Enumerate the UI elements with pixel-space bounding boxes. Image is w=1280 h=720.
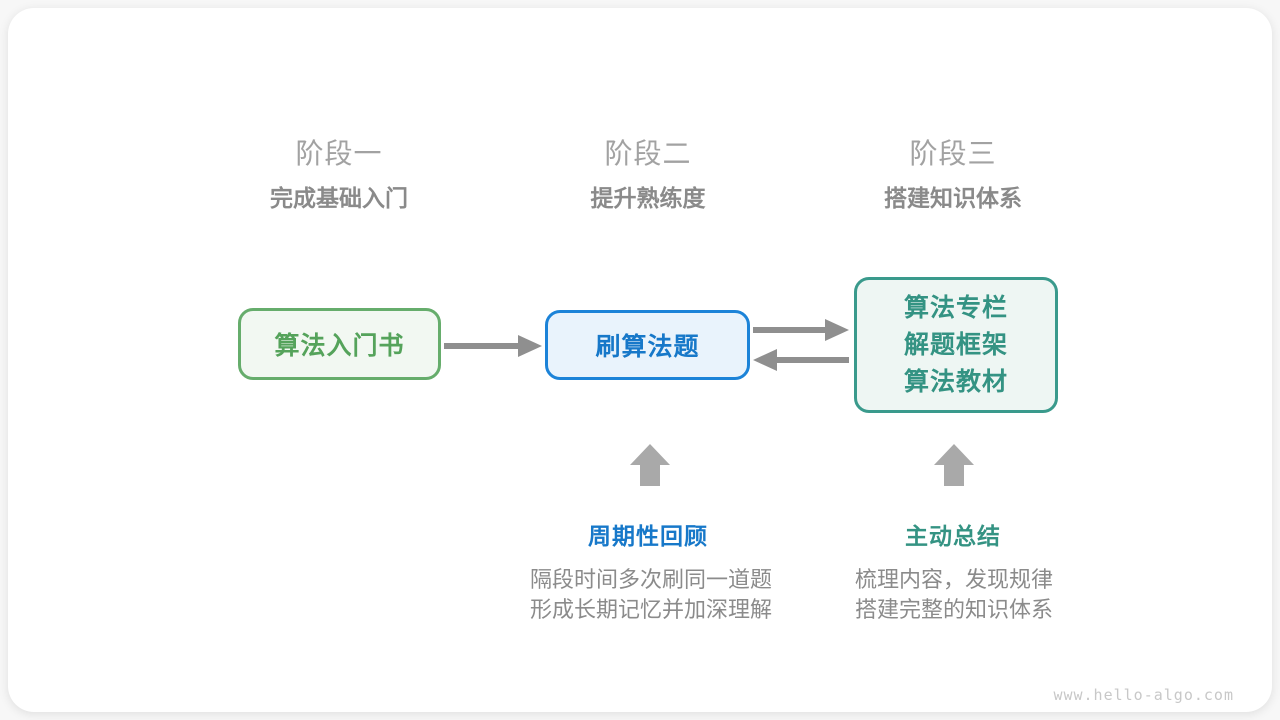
summary-note-line-1: 梳理内容，发现规律 [854,567,1053,592]
node-intro-book-label: 算法入门书 [274,332,405,360]
node-intro-book: 算法入门书 [238,308,441,380]
stage-2-title: 阶段二 [604,138,692,169]
node-knowledge-system-line-2: 解题框架 [903,330,1008,359]
review-note-title: 周期性回顾 [588,523,708,549]
stage-2-subtitle: 提升熟练度 [590,185,706,211]
arrow-right-intro-to-practice-icon [444,335,542,357]
review-note-line-1: 隔段时间多次刷同一道题 [529,567,772,592]
arrow-up-summary-icon [934,444,974,486]
arrow-left-system-to-practice-icon [753,349,849,371]
arrow-right-practice-to-system-icon [753,319,849,341]
node-knowledge-system: 算法专栏 解题框架 算法教材 [854,277,1058,413]
node-practice-problems: 刷算法题 [545,310,750,380]
node-knowledge-system-line-3: 算法教材 [903,367,1008,396]
summary-note-title: 主动总结 [905,523,1001,549]
stage-3-title: 阶段三 [909,138,997,169]
summary-note-line-2: 搭建完整的知识体系 [854,597,1053,622]
stage-3-subtitle: 搭建知识体系 [884,185,1022,211]
summary-note-description: 梳理内容，发现规律 搭建完整的知识体系 [774,565,1134,625]
arrow-up-review-icon [630,444,670,486]
node-knowledge-system-line-1: 算法专栏 [903,293,1008,322]
stage-1-subtitle: 完成基础入门 [270,185,408,211]
node-practice-problems-label: 刷算法题 [595,333,700,361]
watermark: www.hello-algo.com [1053,686,1234,704]
review-note-line-2: 形成长期记忆并加深理解 [529,597,772,622]
review-note-description: 隔段时间多次刷同一道题 形成长期记忆并加深理解 [471,565,831,625]
diagram-card: 阶段一 阶段二 阶段三 完成基础入门 提升熟练度 搭建知识体系 算法入门书 刷算… [8,8,1272,712]
stage-1-title: 阶段一 [295,138,383,169]
